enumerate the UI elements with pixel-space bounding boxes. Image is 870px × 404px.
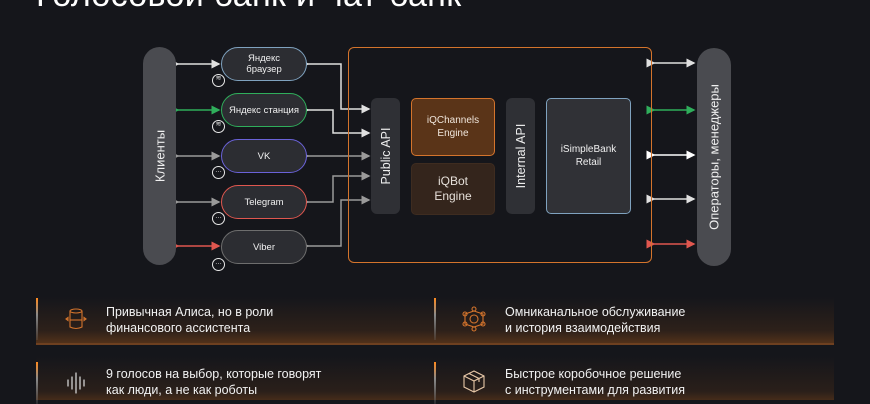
smart-speaker-icon xyxy=(65,308,87,330)
sound-wave-icon xyxy=(67,372,85,394)
network-hub-icon xyxy=(462,306,486,332)
iqchannels-engine-block: iQChannels Engine xyxy=(411,98,495,156)
channel-label: Яндекс станция xyxy=(228,104,299,116)
feature-text-line1: Привычная Алиса, но в роли xyxy=(106,305,274,319)
channel-yandex-browser[interactable]: Яндекс браузер xyxy=(221,47,307,81)
iqchannels-label: iQChannels Engine xyxy=(426,115,480,139)
voice-bubble-icon: ≋ xyxy=(212,74,225,87)
feature-text-line1: Быстрое коробочное решение xyxy=(505,367,682,381)
operators-label: Операторы, менеджеры xyxy=(706,84,722,230)
chat-bubble-icon: … xyxy=(212,166,225,179)
feature-text-line2: с инструментами для развития xyxy=(505,383,685,397)
arrow-station-api xyxy=(300,105,371,138)
clients-label: Клиенты xyxy=(152,129,167,183)
operator-arrows xyxy=(646,58,696,249)
isimplebank-retail-block: iSimpleBank Retail xyxy=(546,98,631,214)
page-title: Голосовой банк и чат-банк xyxy=(36,0,461,15)
channel-telegram[interactable]: Telegram xyxy=(221,185,307,219)
channel-yandex-station[interactable]: Яндекс станция xyxy=(221,93,307,127)
chat-bubble-icon: … xyxy=(212,258,225,271)
arrow-viber-api xyxy=(300,195,371,251)
channel-label: Telegram xyxy=(244,196,284,208)
channel-label: Яндекс браузер xyxy=(246,53,282,75)
public-api-block: Public API xyxy=(371,98,400,214)
feature-text-line2: и история взаимодействия xyxy=(505,321,661,335)
clients-pill: Клиенты xyxy=(143,47,176,265)
feature-text-line2: финансового ассистента xyxy=(106,321,251,335)
voice-bubble-icon: ≋ xyxy=(212,120,225,133)
public-api-label: Public API xyxy=(378,127,393,185)
box-package-icon xyxy=(463,370,485,393)
channel-label: VK xyxy=(257,150,271,162)
iqbot-label: iQBot Engine xyxy=(434,174,472,203)
internal-api-block: Internal API xyxy=(506,98,535,214)
client-arrows xyxy=(170,59,221,251)
feature-text-line2: как люди, а не как роботы xyxy=(106,383,258,397)
feature-text-line1: Омниканальное обслуживание xyxy=(505,305,686,319)
core-platform-frame xyxy=(348,47,652,263)
internal-api-label: Internal API xyxy=(513,123,528,189)
channel-to-api-arrows xyxy=(300,59,371,251)
channel-vk[interactable]: VK xyxy=(221,139,307,173)
chat-bubble-icon: … xyxy=(212,212,225,225)
channel-label: Viber xyxy=(252,241,275,253)
iqbot-engine-block: iQBot Engine xyxy=(411,163,495,215)
channel-viber[interactable]: Viber xyxy=(221,230,307,264)
operators-pill: Операторы, менеджеры xyxy=(697,48,731,266)
isimplebank-label: iSimpleBank Retail xyxy=(560,144,617,168)
feature-text-line1: 9 голосов на выбор, которые говорят xyxy=(106,367,322,381)
